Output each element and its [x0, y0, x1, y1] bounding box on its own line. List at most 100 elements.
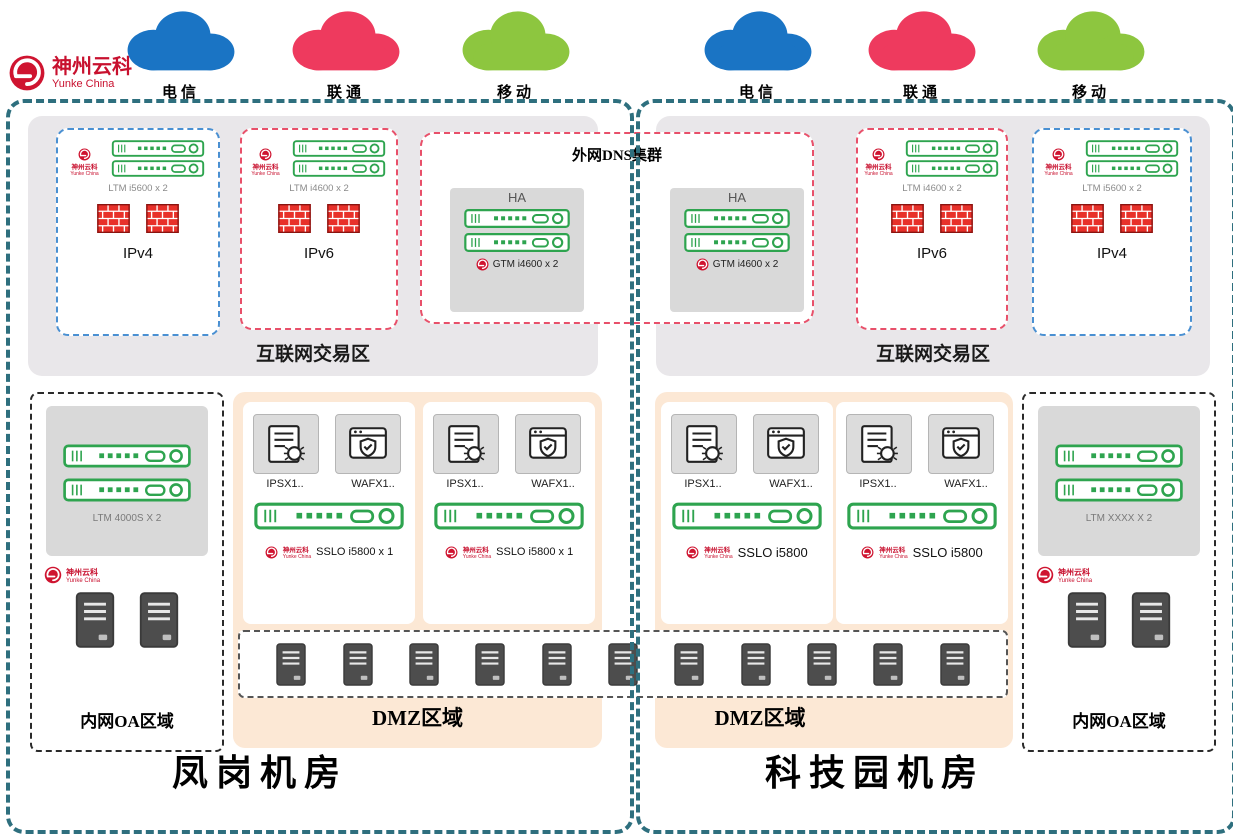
yunke-logo-icon: [686, 546, 699, 559]
ltm-appliance-figure: 神州云科 Yunke China: [1041, 140, 1184, 177]
firewall-pair: [97, 204, 179, 233]
yunke-logo-icon: [44, 566, 62, 584]
isp-label: 联通: [326, 85, 365, 101]
appliance-icon: [672, 498, 822, 534]
firewall-pair: [1071, 204, 1153, 233]
datacenter-name-left: 凤岗机房: [171, 753, 348, 793]
server-icon: [542, 643, 572, 686]
firewall-pair: [278, 204, 360, 233]
sslo-device-row: 神州云科 Yunke China SSLO i5800 x 1: [423, 544, 595, 560]
internet-zone-label: 互联网交易区: [255, 344, 370, 365]
brand-logo-small: 神州云科 Yunke China: [861, 148, 897, 177]
brand-logo-small: 神州云科 Yunke China: [67, 148, 103, 177]
appliance-icon: [1080, 160, 1184, 177]
appliance-icon: [287, 140, 391, 157]
appliance-icon: [254, 498, 404, 534]
brand-subtitle-small: Yunke China: [70, 171, 99, 177]
gtm-model-label: GTM i4600 x 2: [492, 259, 559, 270]
isp-label: 电信: [738, 85, 777, 101]
waf-label: WAFX1..: [531, 478, 575, 490]
waf-label: WAFX1..: [351, 478, 395, 490]
appliance-icon: [684, 208, 790, 229]
security-stack-group: IPSX1.. WAFX1.. 神州云科 Yunke China SSLO i5…: [243, 402, 415, 624]
server-icon: [139, 592, 179, 648]
ipv6-cluster-card-right: 神州云科 Yunke China LTM i4600 x 2 IPv6: [856, 128, 1008, 330]
yunke-logo-icon: [1036, 566, 1054, 584]
isp-cloud-telecom-left: 电信: [122, 4, 240, 102]
yunke-logo-icon: [8, 54, 46, 92]
yunke-logo-icon: [265, 546, 278, 559]
brand-logo-small: 神州云科 Yunke China: [1036, 566, 1092, 584]
brand-name: 神州云科: [52, 55, 132, 78]
appliance-icon: [63, 443, 191, 469]
waf-shield-icon: [527, 423, 569, 465]
oa-zone-label: 内网OA区域: [80, 712, 174, 731]
ips-icon: [683, 423, 725, 465]
server-icon: [807, 643, 837, 686]
firewall-icon: [940, 204, 973, 233]
isp-label: 移动: [496, 85, 535, 101]
appliance-icon: [106, 160, 210, 177]
yunke-logo-icon: [445, 546, 458, 559]
protocol-label: IPv4: [122, 245, 153, 262]
waf-label: WAFX1..: [944, 478, 988, 490]
ips-device-tile: [671, 414, 737, 474]
dmz-zone-label: DMZ区域: [714, 706, 806, 730]
dmz-zone-label: DMZ区域: [372, 706, 463, 730]
oa-zone-label: 内网OA区域: [1072, 712, 1166, 731]
ips-device-tile: [846, 414, 912, 474]
appliance-stack: [106, 140, 210, 177]
firewall-icon: [97, 204, 130, 233]
yunke-logo-icon: [78, 148, 91, 161]
appliance-icon: [684, 232, 790, 253]
cloud-icon: [288, 4, 404, 74]
brand-name-small: 神州云科: [462, 547, 489, 554]
isp-cloud-telecom-right: 电信: [699, 4, 817, 102]
server-icon: [741, 643, 771, 686]
server-icon: [1131, 592, 1171, 648]
waf-device-tile: [753, 414, 819, 474]
intranet-oa-zone-right: LTM XXXX X 2 神州云科 Yunke China 内网OA区域: [1022, 392, 1216, 752]
server-icon: [608, 643, 638, 686]
brand-logo-small: 神州云科 Yunke China: [1041, 148, 1077, 177]
gtm-device-row: GTM i4600 x 2: [696, 258, 778, 271]
appliance-icon: [287, 160, 391, 177]
brand-logo-small: 神州云科 Yunke China: [44, 566, 100, 584]
brand-subtitle-small: Yunke China: [879, 554, 908, 560]
device-model-label: LTM i4600 x 2: [902, 183, 962, 194]
server-icon: [276, 643, 306, 686]
device-model-label: LTM 4000S X 2: [92, 512, 162, 524]
ltm-device-group: LTM 4000S X 2: [46, 406, 208, 556]
firewall-icon: [891, 204, 924, 233]
cloud-icon: [864, 4, 980, 74]
ha-label: HA: [507, 190, 527, 205]
server-pair: [1024, 592, 1214, 648]
brand-logo: 神州云科 Yunke China: [8, 54, 132, 92]
security-stack-group: IPSX1.. WAFX1.. 神州云科 Yunke China SSLO i5…: [423, 402, 595, 624]
isp-label: 电信: [161, 85, 200, 101]
intranet-oa-zone-left: LTM 4000S X 2 神州云科 Yunke China 内网OA区域: [30, 392, 224, 752]
ips-label: IPSX1..: [446, 478, 484, 490]
protocol-label: IPv6: [916, 245, 947, 262]
firewall-icon: [146, 204, 179, 233]
server-icon: [1067, 592, 1107, 648]
server-icon: [674, 643, 704, 686]
ltm-appliance-figure: 神州云科 Yunke China: [67, 140, 210, 177]
brand-subtitle-small: Yunke China: [66, 577, 101, 584]
appliance-icon: [847, 498, 997, 534]
dns-cluster-title: 外网DNS集群: [571, 148, 662, 164]
device-model-label: LTM i4600 x 2: [289, 183, 349, 194]
ltm-appliance-figure: 神州云科 Yunke China: [861, 140, 1004, 177]
appliance-icon: [464, 208, 570, 229]
isp-cloud-unicom-left: 联通: [287, 4, 405, 102]
waf-device-tile: [515, 414, 581, 474]
isp-label: 联通: [902, 85, 941, 101]
dmz-server-strip: [238, 630, 1008, 698]
appliance-stack: [287, 140, 391, 177]
appliance-stack: [1080, 140, 1184, 177]
sslo-model-label: SSLO i5800: [737, 544, 808, 560]
ha-group-left: HA GTM i4600 x 2: [450, 188, 584, 312]
server-icon: [343, 643, 373, 686]
isp-cloud-mobile-right: 移动: [1032, 4, 1150, 102]
appliance-icon: [63, 477, 191, 503]
